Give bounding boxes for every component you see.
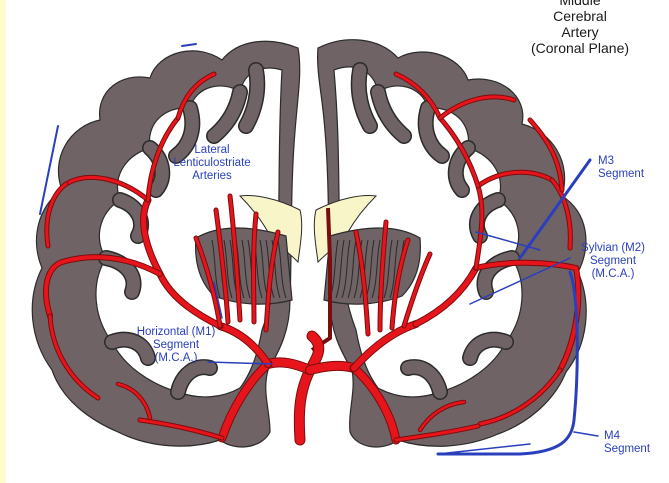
annotation-leader-line — [475, 231, 541, 251]
artery-vessel — [528, 118, 564, 192]
label-line: Segment — [598, 168, 645, 181]
label-line: Lateral — [194, 144, 230, 156]
striation-line — [223, 239, 233, 299]
artery-vessel — [194, 236, 222, 328]
artery-vessel — [294, 331, 324, 445]
artery-vessel — [438, 116, 480, 188]
label-line: M4 — [604, 430, 620, 442]
annotation-leader-line — [437, 443, 531, 455]
artery-vessel — [378, 220, 388, 332]
label-line: M3 — [598, 155, 614, 167]
striation-line — [277, 239, 287, 299]
sulcus-fold — [419, 101, 449, 163]
sulcus-fold — [401, 360, 447, 399]
artery-vessel — [146, 116, 180, 202]
label-line: Lenticulostriate — [173, 157, 251, 170]
artery-vessel — [214, 208, 230, 324]
artery-vessel — [45, 182, 68, 248]
page-edge-strip — [0, 0, 6, 483]
striation-line — [341, 239, 351, 299]
striation-line — [383, 239, 393, 299]
annotation-leader-line — [469, 257, 571, 305]
artery-vessel — [418, 400, 466, 432]
striation-line — [347, 239, 357, 299]
artery-vessel — [252, 212, 258, 324]
sulcus-fold — [207, 85, 247, 143]
sulcus-fold — [478, 251, 519, 299]
artery-vessel — [394, 424, 480, 442]
annotation-leader-line — [518, 158, 592, 260]
sulcus-fold — [171, 360, 217, 399]
striation-line — [371, 239, 381, 299]
title-line-1: Middle — [559, 0, 601, 8]
artery-vessel — [64, 176, 150, 202]
annotation-leader-line — [213, 281, 223, 319]
label-m3: M3 Segment — [598, 155, 662, 181]
label-m4: M4 Segment — [604, 430, 666, 456]
mca-arteries — [43, 71, 582, 446]
label-line: Sylvian (M2) — [581, 242, 645, 254]
diagram-title: Middle Cerebral Artery (Coronal Plane) — [518, 0, 642, 56]
label-horizontal-m1: Horizontal (M1) Segment (M.C.A.) — [124, 326, 228, 366]
artery-vessel — [476, 170, 554, 188]
label-line: Segment — [604, 443, 651, 456]
annotation-leader-line — [39, 125, 59, 215]
annotation-leader-line — [181, 43, 197, 47]
sulcus-fold — [105, 333, 155, 365]
striation-line — [389, 239, 399, 299]
artery-vessel — [176, 72, 216, 120]
artery-vessel — [48, 314, 100, 400]
artery-vessel — [351, 321, 419, 371]
label-line: (M.C.A.) — [154, 352, 198, 365]
artery-vessel — [438, 95, 516, 120]
artery-vessel — [44, 255, 162, 318]
annotation-leader-line — [573, 431, 599, 437]
label-line: Arteries — [192, 170, 232, 183]
artery-vessel — [217, 323, 271, 367]
title-line-3: Artery — [561, 24, 599, 41]
label-line: (M.C.A.) — [591, 268, 635, 281]
artery-vessel — [264, 230, 280, 332]
cortical-folds — [98, 62, 520, 400]
artery-vessel — [478, 368, 562, 426]
artery-vessel — [550, 178, 572, 250]
striation-line — [241, 239, 251, 299]
annotation-lines — [39, 43, 599, 456]
striation-line — [335, 239, 345, 299]
artery-vessel — [390, 238, 410, 330]
sulcus-fold — [143, 141, 169, 197]
artery-vessel — [394, 72, 442, 120]
artery-vessel — [474, 260, 581, 372]
sulcus-fold — [113, 193, 148, 243]
sulcus-fold — [352, 63, 377, 133]
artery-vessel — [350, 364, 400, 444]
artery-vessel — [402, 252, 432, 328]
artery-vessel — [413, 265, 479, 327]
artery-vessel — [354, 230, 370, 336]
sulcus-fold — [239, 63, 264, 133]
artery-vessel — [228, 194, 242, 322]
artery-vessel — [138, 418, 224, 440]
striation-line — [211, 239, 221, 299]
label-line: Segment — [589, 255, 637, 268]
sulcus-fold — [463, 333, 513, 365]
title-line-2: Cerebral — [553, 8, 607, 25]
artery-vessel — [474, 184, 484, 270]
annotation-leader-line — [436, 270, 579, 456]
label-line: Horizontal (M1) — [136, 326, 216, 338]
label-sylvian-m2: Sylvian (M2) Segment (M.C.A.) — [570, 242, 656, 282]
title-line-4: (Coronal Plane) — [530, 40, 630, 57]
annotation-leader-line — [207, 361, 273, 365]
artery-vessel — [218, 360, 272, 442]
artery-vessel — [116, 382, 152, 420]
sulcus-fold — [169, 101, 199, 163]
label-line: Segment — [152, 339, 200, 352]
artery-vessel — [306, 361, 358, 374]
label-lateral-lenticulostriate: Lateral Lenticulostriate Arteries — [160, 144, 264, 184]
sulcus-fold — [371, 85, 411, 143]
artery-vessel — [264, 358, 314, 374]
striation-line — [353, 239, 363, 299]
